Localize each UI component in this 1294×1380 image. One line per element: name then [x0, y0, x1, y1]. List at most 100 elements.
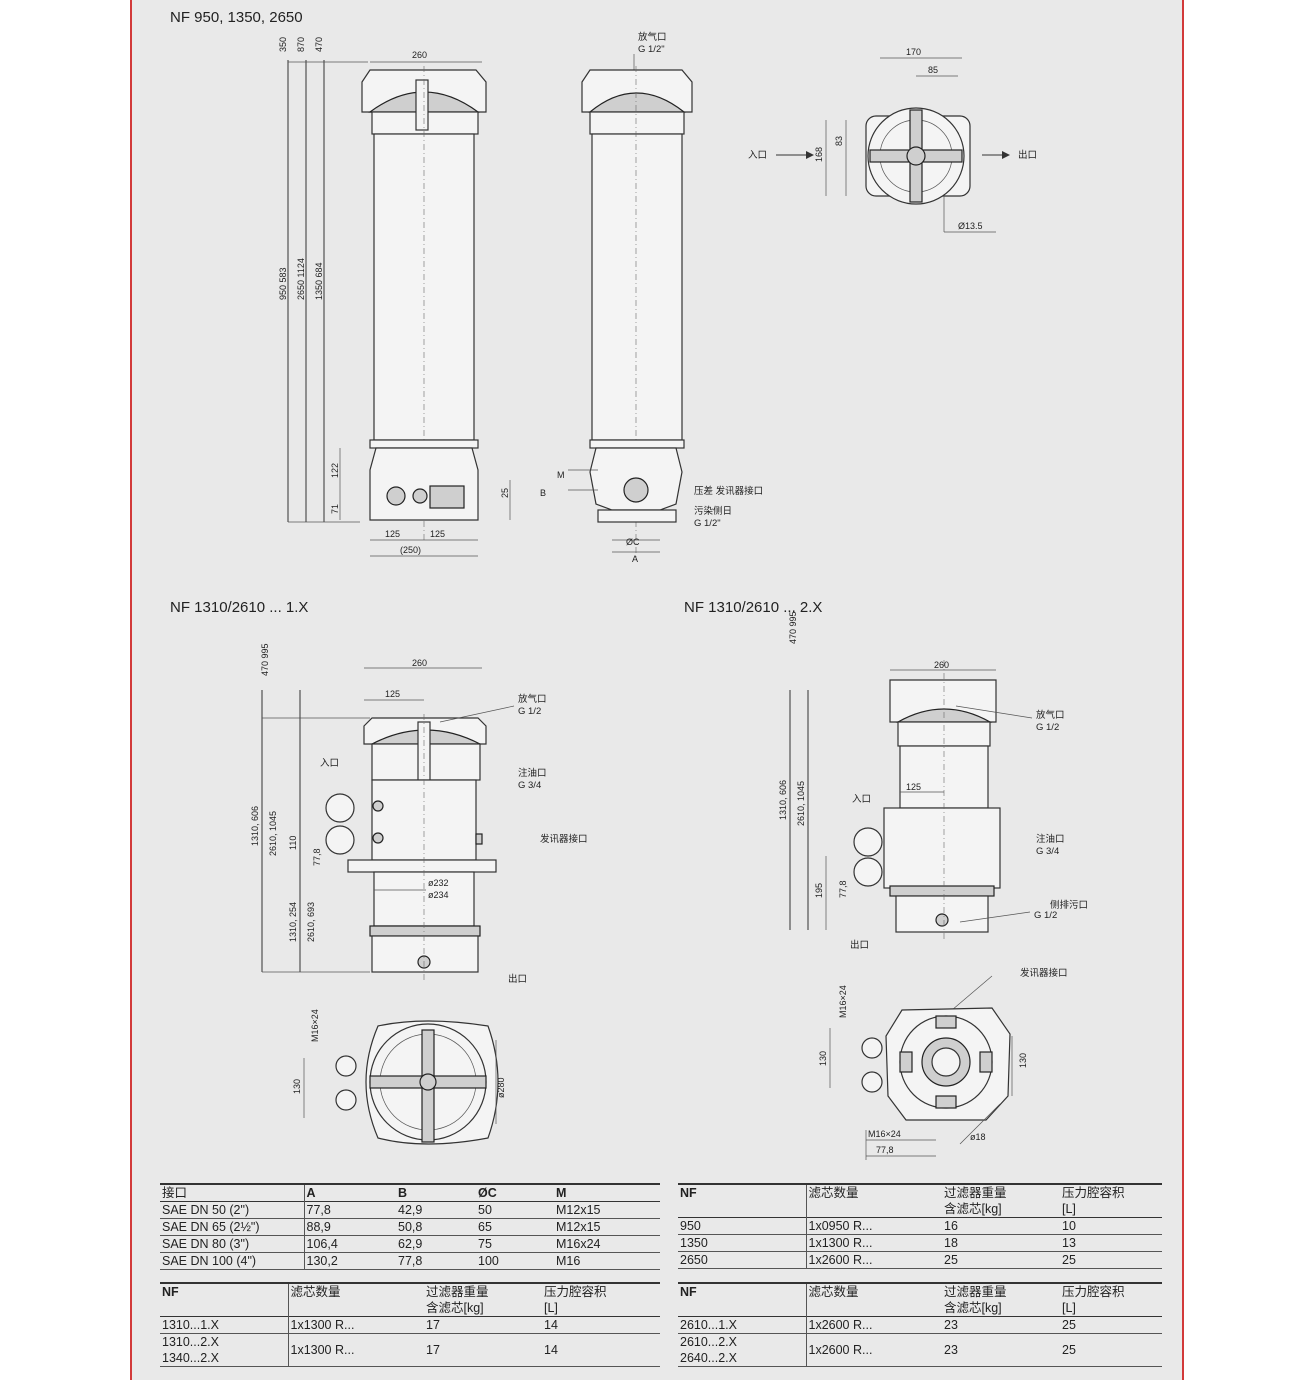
table-row: 1350 1x1300 R... 18 13 [678, 1234, 1162, 1252]
title-nf-1310-2610-1x: NF 1310/2610 ... 1.X [170, 599, 308, 616]
dim-1x-110: 110 [288, 836, 298, 850]
col-nf: NF [678, 1283, 807, 1317]
dim-2x-d18: ø18 [970, 1132, 986, 1142]
table-row: SAE DN 100 (4") 130,2 77,8 100 M16 [160, 1252, 660, 1270]
front-elevation: 350 870 470 950 583 2650 1124 1350 684 2… [278, 37, 511, 557]
col-weight: 过滤器重量 含滤芯[kg] [944, 1186, 1007, 1216]
dim-170: 170 [906, 47, 921, 57]
col-m: M [556, 1186, 567, 1200]
cell: 25 [1062, 1318, 1076, 1332]
cell: 10 [1062, 1219, 1076, 1233]
dim-25: 25 [500, 488, 510, 498]
label-1x-oil-fill: 注油口 [518, 767, 547, 779]
nf-950-table: NF 滤芯数量 过滤器重量 含滤芯[kg] 压力腔容积 [L] 950 1x09… [678, 1183, 1162, 1269]
cell: SAE DN 50 (2") [160, 1201, 305, 1219]
label-1x-outlet: 出口 [508, 973, 527, 985]
label-2x-side-drain-thread: G 1/2 [1034, 910, 1057, 921]
table-row: 950 1x0950 R... 16 10 [678, 1217, 1162, 1235]
cell: 65 [478, 1220, 492, 1234]
col-nf: NF [678, 1184, 807, 1218]
plan-view: 170 85 83 168 入口 出口 Ø13.5 [748, 47, 1037, 233]
dim-2650-1124: 2650 1124 [296, 258, 306, 300]
title-nf-950-1350-2650: NF 950, 1350, 2650 [170, 9, 303, 26]
dim-122: 122 [330, 463, 340, 478]
cell: 17 [426, 1343, 440, 1357]
cell: 18 [944, 1236, 958, 1250]
cell: 1350 [678, 1234, 807, 1252]
dim-2x-260: 260 [934, 660, 949, 670]
label-b: B [540, 488, 546, 498]
table-row: 2610...1.X 1x2600 R... 23 25 [678, 1316, 1162, 1334]
cell: M12x15 [556, 1203, 601, 1217]
col-volume: 压力腔容积 [L] [1062, 1285, 1125, 1315]
side-elevation: 放气口 G 1/2" M B 压差 发讯器接口 污染侧日 G 1/2" ØC A [540, 31, 763, 564]
dim-d13-5: Ø13.5 [958, 221, 983, 231]
elevation-1x: 260 125 470 995 1310, 606 2610, 1045 110… [250, 643, 588, 985]
label-a: A [632, 554, 638, 564]
label-2x-oil-fill: 注油口 [1036, 833, 1065, 845]
col-weight: 过滤器重量 含滤芯[kg] [426, 1285, 489, 1315]
dim-2x-m16b: M16×24 [868, 1129, 901, 1139]
dim-2x-130a: 130 [818, 1051, 828, 1066]
cell: 950 [678, 1217, 807, 1235]
dim-85: 85 [928, 65, 938, 75]
cell: 75 [478, 1237, 492, 1251]
cell: 62,9 [398, 1237, 423, 1251]
dim-125-left: 125 [385, 529, 400, 539]
technical-drawing: NF 950, 1350, 2650 NF 1310/2610 ... 1.X … [170, 9, 1088, 1160]
label-1x-vent: 放气口 [518, 693, 547, 705]
col-volume: 压力腔容积 [L] [1062, 1186, 1125, 1216]
col-interface: 接口 [160, 1184, 305, 1202]
dim-950-583: 950 583 [278, 267, 288, 300]
cell: 25 [944, 1253, 958, 1267]
col-volume: 压力腔容积 [L] [544, 1285, 607, 1315]
cell: 13 [1062, 1236, 1076, 1250]
dim-1350-684: 1350 684 [314, 262, 324, 300]
cell: 2650 [678, 1251, 807, 1269]
cell: 100 [478, 1254, 499, 1268]
col-element-count: 滤芯数量 [808, 1186, 859, 1200]
dim-1x-125: 125 [385, 689, 400, 699]
cell: 1x2600 R... [808, 1318, 873, 1332]
dim-1x-m16: M16×24 [310, 1009, 320, 1042]
cell: 77,8 [398, 1254, 423, 1268]
dim-1x-77-8: 77,8 [312, 848, 322, 866]
dim-1x-d232: ø232 [428, 878, 449, 888]
cell: SAE DN 80 (3") [160, 1235, 305, 1253]
label-2x-inlet: 入口 [852, 794, 871, 805]
label-oc: ØC [626, 537, 640, 547]
table-row: SAE DN 65 (2½") 88,9 50,8 65 M12x15 [160, 1218, 660, 1236]
nf-1310-header-row: NF 滤芯数量 过滤器重量 含滤芯[kg] 压力腔容积 [L] [160, 1283, 660, 1317]
col-element-count: 滤芯数量 [808, 1285, 859, 1299]
cell: 1x1300 R... [290, 1318, 355, 1332]
dim-2x-130b: 130 [1018, 1053, 1028, 1068]
cell: 77,8 [306, 1203, 331, 1217]
table-row: 1310...2.X 1340...2.X 1x1300 R... 17 14 [160, 1333, 660, 1367]
nf-950-header-row: NF 滤芯数量 过滤器重量 含滤芯[kg] 压力腔容积 [L] [678, 1184, 1162, 1218]
cell: 25 [1062, 1343, 1076, 1357]
table-row: SAE DN 50 (2") 77,8 42,9 50 M12x15 [160, 1201, 660, 1219]
cell: 130,2 [306, 1254, 338, 1268]
cell: 1310...2.X 1340...2.X [160, 1333, 289, 1367]
label-1x-oil-thread: G 3/4 [518, 780, 541, 791]
label-2x-outlet: 出口 [850, 939, 869, 951]
cell: 1x2600 R... [808, 1343, 873, 1357]
dim-125-right: 125 [430, 529, 445, 539]
label-2x-signal: 发讯器接口 [1020, 967, 1068, 979]
sheet-border-right [1182, 0, 1184, 1380]
label-2x-side-drain: 侧排污口 [1050, 899, 1088, 911]
label-2x-oil-thread: G 3/4 [1036, 846, 1059, 857]
table-row: SAE DN 80 (3") 106,4 62,9 75 M16x24 [160, 1235, 660, 1253]
label-pressure-port: 压差 发讯器接口 [694, 485, 763, 497]
cell: SAE DN 100 (4") [160, 1252, 305, 1270]
cell: M16x24 [556, 1237, 601, 1251]
label-vent-thread: G 1/2" [638, 44, 665, 55]
cell: 14 [544, 1343, 558, 1357]
dim-2x-470-995: 470 995 [788, 611, 798, 644]
nf-2610-table: NF 滤芯数量 过滤器重量 含滤芯[kg] 压力腔容积 [L] 2610...1… [678, 1282, 1162, 1367]
label-drain-thread: G 1/2" [694, 518, 721, 529]
cell: 106,4 [306, 1237, 338, 1251]
cell: 1x0950 R... [808, 1219, 873, 1233]
connections-header-row: 接口 A B ØC M [160, 1184, 660, 1202]
dim-1x-2610-1045: 2610, 1045 [268, 811, 278, 856]
